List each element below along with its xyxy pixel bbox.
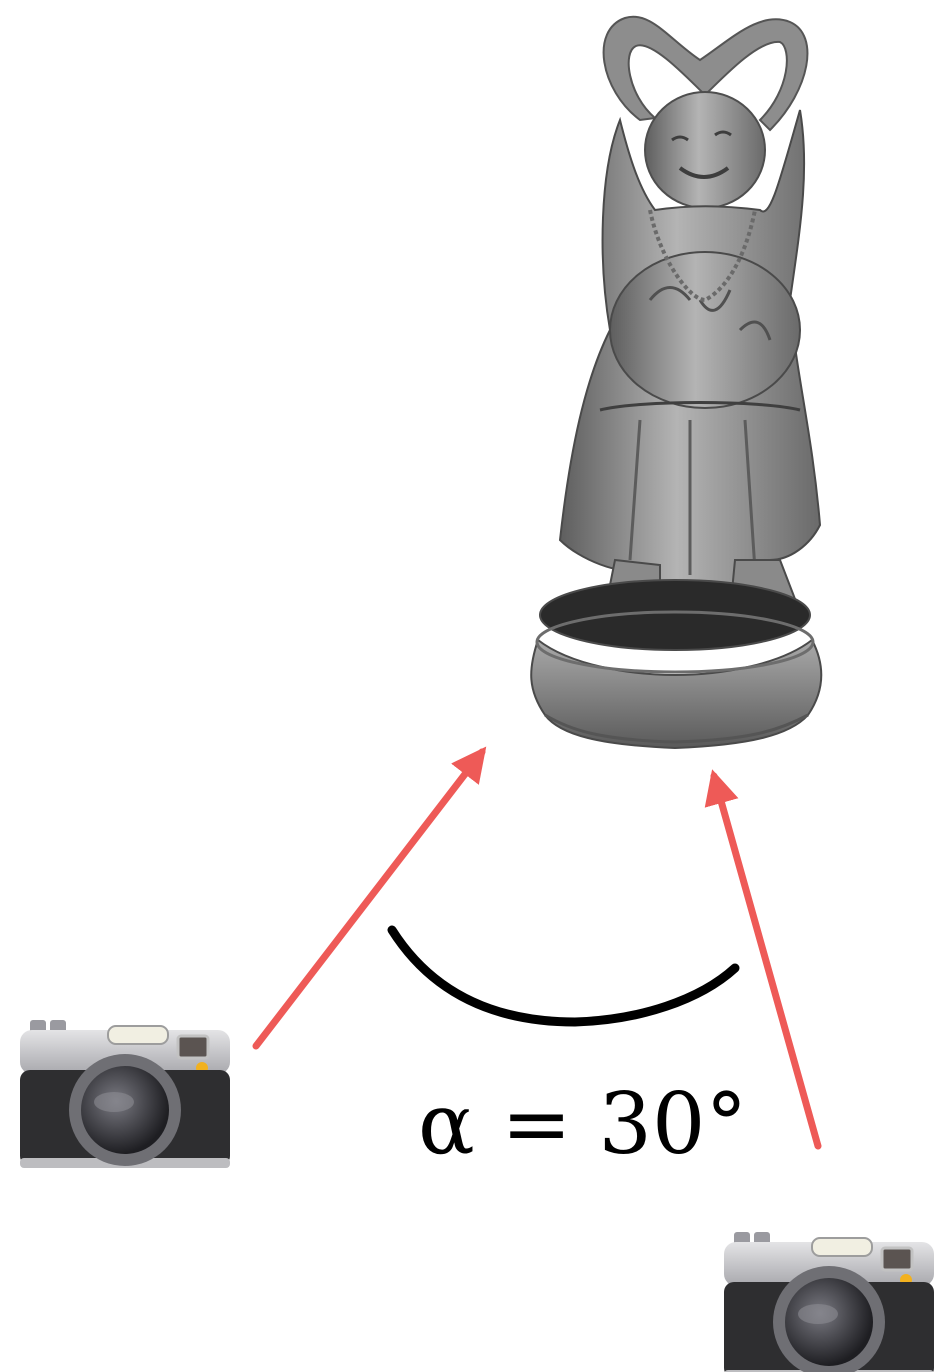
camera-icon bbox=[18, 1018, 232, 1170]
view-direction-arrow-left bbox=[252, 746, 487, 1050]
angle-label: α = 30° bbox=[418, 1075, 748, 1173]
camera-icon bbox=[722, 1230, 936, 1372]
view-direction-arrow-right bbox=[704, 769, 822, 1150]
buddha-statue-icon bbox=[530, 15, 823, 750]
angle-arc bbox=[387, 925, 740, 1027]
